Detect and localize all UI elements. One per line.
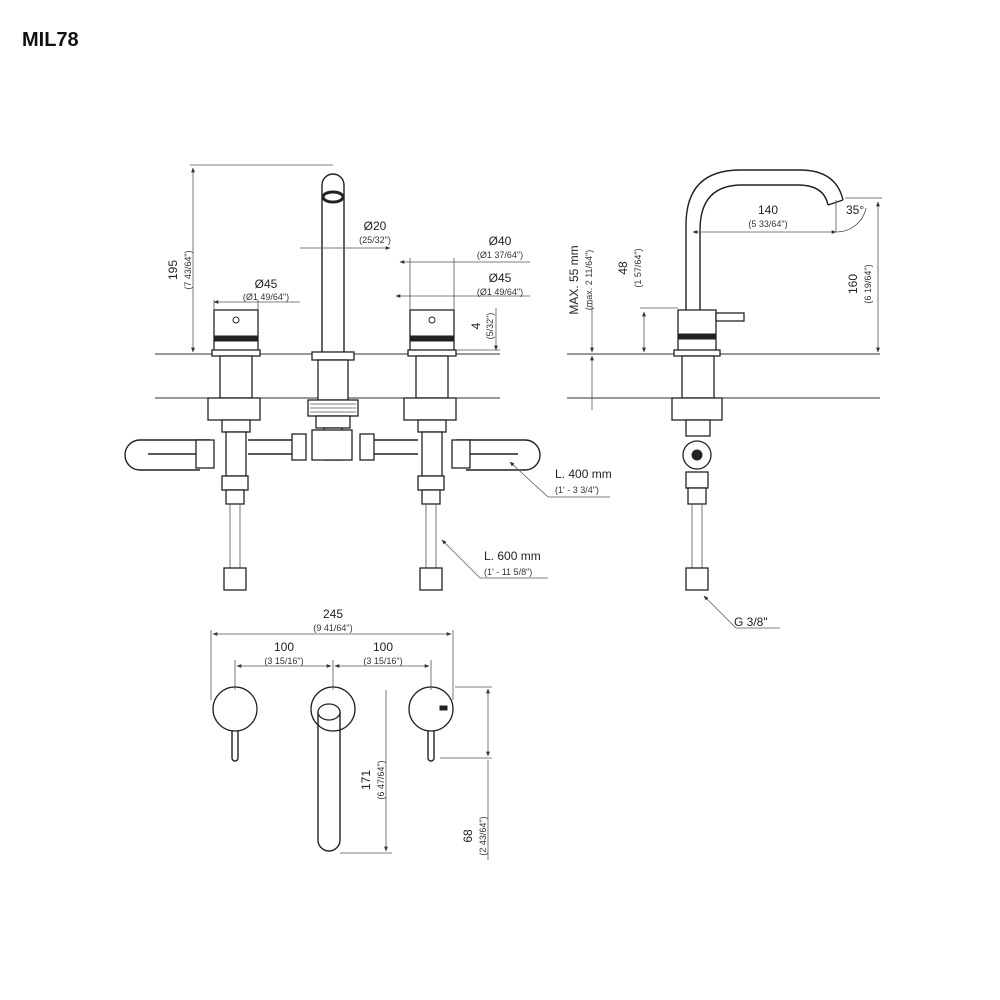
hose-400-label: L. 400 mm (555, 467, 612, 481)
width-245-label: 245 (323, 607, 343, 621)
width-140-label: 140 (758, 203, 778, 217)
max-55-inch-label: (max. 2 11/64") (584, 250, 594, 311)
diameter-45-right-inch-label: (Ø1 49/64") (477, 287, 523, 297)
width-245-inch-label: (9 41/64") (313, 623, 352, 633)
width-100-right-inch-label: (3 15/16") (363, 656, 402, 666)
height-68-label: 68 (461, 829, 475, 843)
height-160-label: 160 (846, 274, 860, 294)
height-171-inch-label: (6 47/64") (376, 760, 386, 799)
height-195-inch-label: (7 43/64") (183, 250, 193, 289)
angle-35-label: 35° (846, 203, 864, 217)
thread-g38-label: G 3/8" (734, 615, 768, 629)
diameter-20-inch-label: (25/32") (359, 235, 391, 245)
width-100-left-inch-label: (3 15/16") (264, 656, 303, 666)
height-4-inch-label: (5/32") (485, 313, 495, 340)
height-171-label: 171 (359, 770, 373, 790)
diameter-45-right-label: Ø45 (489, 271, 512, 285)
height-48-inch-label: (1 57/64") (633, 248, 643, 287)
height-68-inch-label: (2 43/64") (478, 816, 488, 855)
height-160-inch-label: (6 19/64") (863, 264, 873, 303)
hose-400-inch-label: (1' - 3 3/4") (555, 485, 599, 495)
diameter-40-label: Ø40 (489, 234, 512, 248)
height-4-label: 4 (469, 322, 483, 329)
side-view: MAX. 55 mm (max. 2 11/64") 48 (1 57/64")… (567, 169, 882, 629)
diameter-45-left-label: Ø45 (255, 277, 278, 291)
diameter-45-left-inch-label: (Ø1 49/64") (243, 292, 289, 302)
width-100-right-label: 100 (373, 640, 393, 654)
model-title: MIL78 (22, 29, 79, 51)
top-view: 245 (9 41/64") 100 (3 15/16") 100 (3 15/… (210, 607, 492, 860)
max-55-label: MAX. 55 mm (567, 245, 581, 314)
diameter-20-label: Ø20 (364, 219, 387, 233)
front-view: 195 (7 43/64") Ø45 (Ø1 49/64") Ø20 (25/3… (124, 164, 612, 591)
width-100-left-label: 100 (274, 640, 294, 654)
diameter-40-inch-label: (Ø1 37/64") (477, 250, 523, 260)
height-48-label: 48 (616, 261, 630, 275)
height-195-label: 195 (166, 260, 180, 280)
hose-600-label: L. 600 mm (484, 549, 541, 563)
width-140-inch-label: (5 33/64") (748, 219, 787, 229)
hose-600-inch-label: (1' - 11 5/8") (484, 567, 532, 577)
